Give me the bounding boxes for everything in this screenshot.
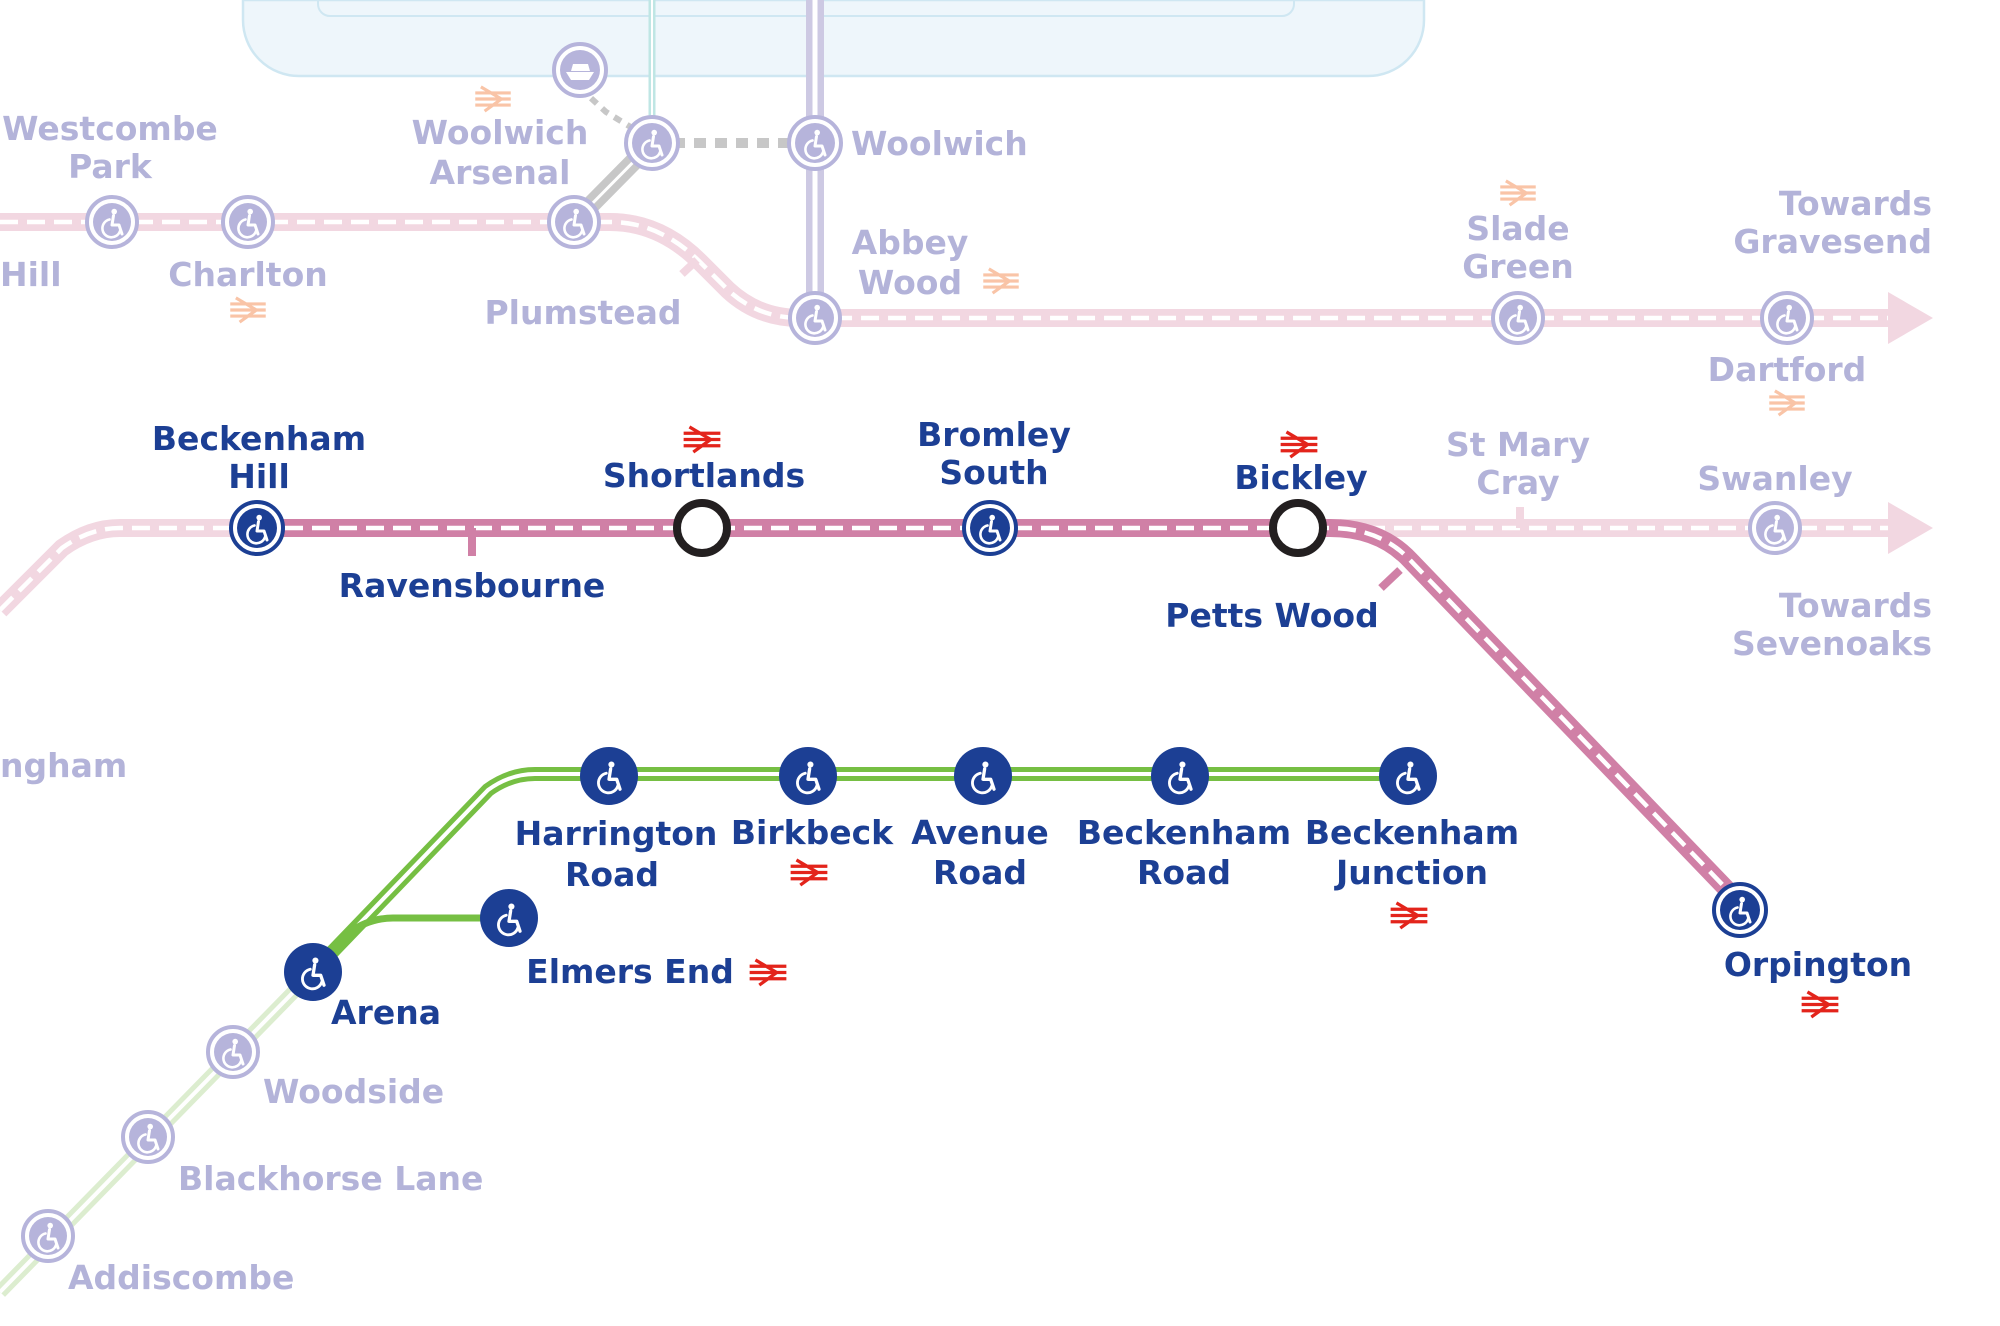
label-plumstead: Plumstead	[484, 293, 681, 332]
label-birkbeck: Birkbeck	[731, 813, 894, 852]
label-slade-green: Green	[1462, 247, 1574, 286]
station-plumstead[interactable]	[547, 195, 601, 249]
label-elmers-end: Elmers End	[526, 952, 734, 991]
national-rail-icon	[1767, 389, 1807, 417]
station-addiscombe[interactable]	[21, 1209, 75, 1263]
national-rail-icon	[1498, 179, 1538, 207]
station-dartford[interactable]	[1760, 291, 1814, 345]
station-charlton[interactable]	[221, 195, 275, 249]
label-slade-green: Slade	[1466, 209, 1569, 248]
station-birkbeck[interactable]	[779, 747, 837, 805]
label-ravensbourne: Ravensbourne	[339, 566, 606, 605]
label-abbey-wood: Abbey	[852, 223, 969, 262]
label-bromley-south: Bromley	[917, 415, 1071, 454]
river-boat-icon	[552, 42, 608, 98]
station-bickley[interactable]	[1269, 499, 1327, 557]
station-arena[interactable]	[284, 943, 342, 1001]
tram-active	[307, 767, 1410, 977]
label-swanley: Swanley	[1697, 459, 1852, 498]
label-hill: Hill	[0, 255, 62, 294]
label-charlton: Charlton	[168, 255, 328, 294]
national-rail-icon	[981, 267, 1021, 295]
label-shortlands: Shortlands	[603, 456, 805, 495]
label-addiscombe: Addiscombe	[68, 1258, 294, 1297]
label-st-mary-cray: St Mary	[1446, 425, 1590, 464]
national-rail-icon	[1388, 901, 1430, 930]
national-rail-icon	[1278, 430, 1320, 459]
label-beckenham-road: Road	[1137, 853, 1231, 892]
station-woodside[interactable]	[206, 1025, 260, 1079]
label-st-mary-cray: Cray	[1476, 463, 1559, 502]
label-woodside: Woodside	[263, 1072, 444, 1111]
station-westcombe-park[interactable]	[85, 195, 139, 249]
label-woolwich-arsenal: Arsenal	[430, 153, 571, 192]
labels-active: Beckenham Hill Ravensbourne Shortlands B…	[152, 415, 1912, 1032]
station-harrington-road[interactable]	[580, 747, 638, 805]
label-beckenham-road: Beckenham	[1077, 813, 1291, 852]
label-beckenham-junction: Beckenham	[1305, 813, 1519, 852]
label-orpington: Orpington	[1724, 945, 1912, 984]
national-rail-icon	[788, 858, 830, 887]
national-rail-icon	[228, 296, 268, 324]
label-westcombe-park: Westcombe	[2, 109, 218, 148]
station-woolwich-arsenal[interactable]	[624, 115, 680, 171]
label-towards-gravesend: Towards	[1779, 184, 1932, 223]
interchange-circle-icon	[1269, 499, 1327, 557]
label-beckenham-hill: Beckenham	[152, 419, 366, 458]
label-petts-wood: Petts Wood	[1165, 596, 1378, 635]
station-beckenham-road[interactable]	[1151, 747, 1209, 805]
label-woolwich-arsenal: Woolwich	[412, 113, 589, 152]
national-rail-icon	[1799, 990, 1841, 1019]
station-beckenham-junction[interactable]	[1379, 747, 1437, 805]
label-harrington-road: Harrington	[515, 814, 718, 853]
label-blackhorse-lane: Blackhorse Lane	[178, 1159, 483, 1198]
national-rail-icon	[681, 425, 723, 454]
stations-active	[229, 500, 1768, 1001]
overground-faded-upper	[0, 213, 1933, 344]
station-woolwich[interactable]	[787, 115, 843, 171]
label-towards-sevenoaks: Sevenoaks	[1732, 624, 1932, 663]
label-beckenham-hill: Hill	[228, 457, 290, 496]
label-woolwich: Woolwich	[851, 124, 1028, 163]
label-towards-gravesend: Gravesend	[1733, 222, 1932, 261]
station-slade-green[interactable]	[1491, 291, 1545, 345]
label-avenue-road: Road	[933, 853, 1027, 892]
station-bromley-south[interactable]	[962, 500, 1018, 556]
label-avenue-road: Avenue	[911, 813, 1049, 852]
station-abbey-wood[interactable]	[788, 291, 842, 345]
label-bromley-south: South	[939, 453, 1048, 492]
label-ngham: ngham	[0, 746, 127, 785]
label-towards-sevenoaks: Towards	[1779, 586, 1932, 625]
stations-faded	[21, 42, 1814, 1263]
national-rail-icon	[473, 85, 513, 113]
label-abbey-wood: Wood	[858, 263, 962, 302]
river-thames	[241, 0, 1426, 78]
label-dartford: Dartford	[1708, 350, 1867, 389]
national-rail-active	[681, 425, 1841, 1019]
station-beckenham-hill[interactable]	[229, 500, 285, 556]
label-harrington-road: Road	[565, 855, 659, 894]
label-beckenham-junction: Junction	[1334, 853, 1488, 892]
station-shortlands[interactable]	[673, 499, 731, 557]
interchange-circle-icon	[673, 499, 731, 557]
label-bickley: Bickley	[1234, 458, 1367, 497]
labels-faded: Westcombe Park Hill Charlton Woolwich Ar…	[0, 109, 1932, 1297]
overground-active	[258, 519, 1749, 912]
national-rail-icon	[747, 958, 789, 987]
label-arena: Arena	[331, 993, 441, 1032]
station-swanley[interactable]	[1748, 501, 1802, 555]
station-orpington[interactable]	[1712, 882, 1768, 938]
station-elmers-end[interactable]	[480, 889, 538, 947]
station-avenue-road[interactable]	[954, 747, 1012, 805]
label-westcombe-park: Park	[68, 147, 153, 186]
station-blackhorse-lane[interactable]	[121, 1110, 175, 1164]
